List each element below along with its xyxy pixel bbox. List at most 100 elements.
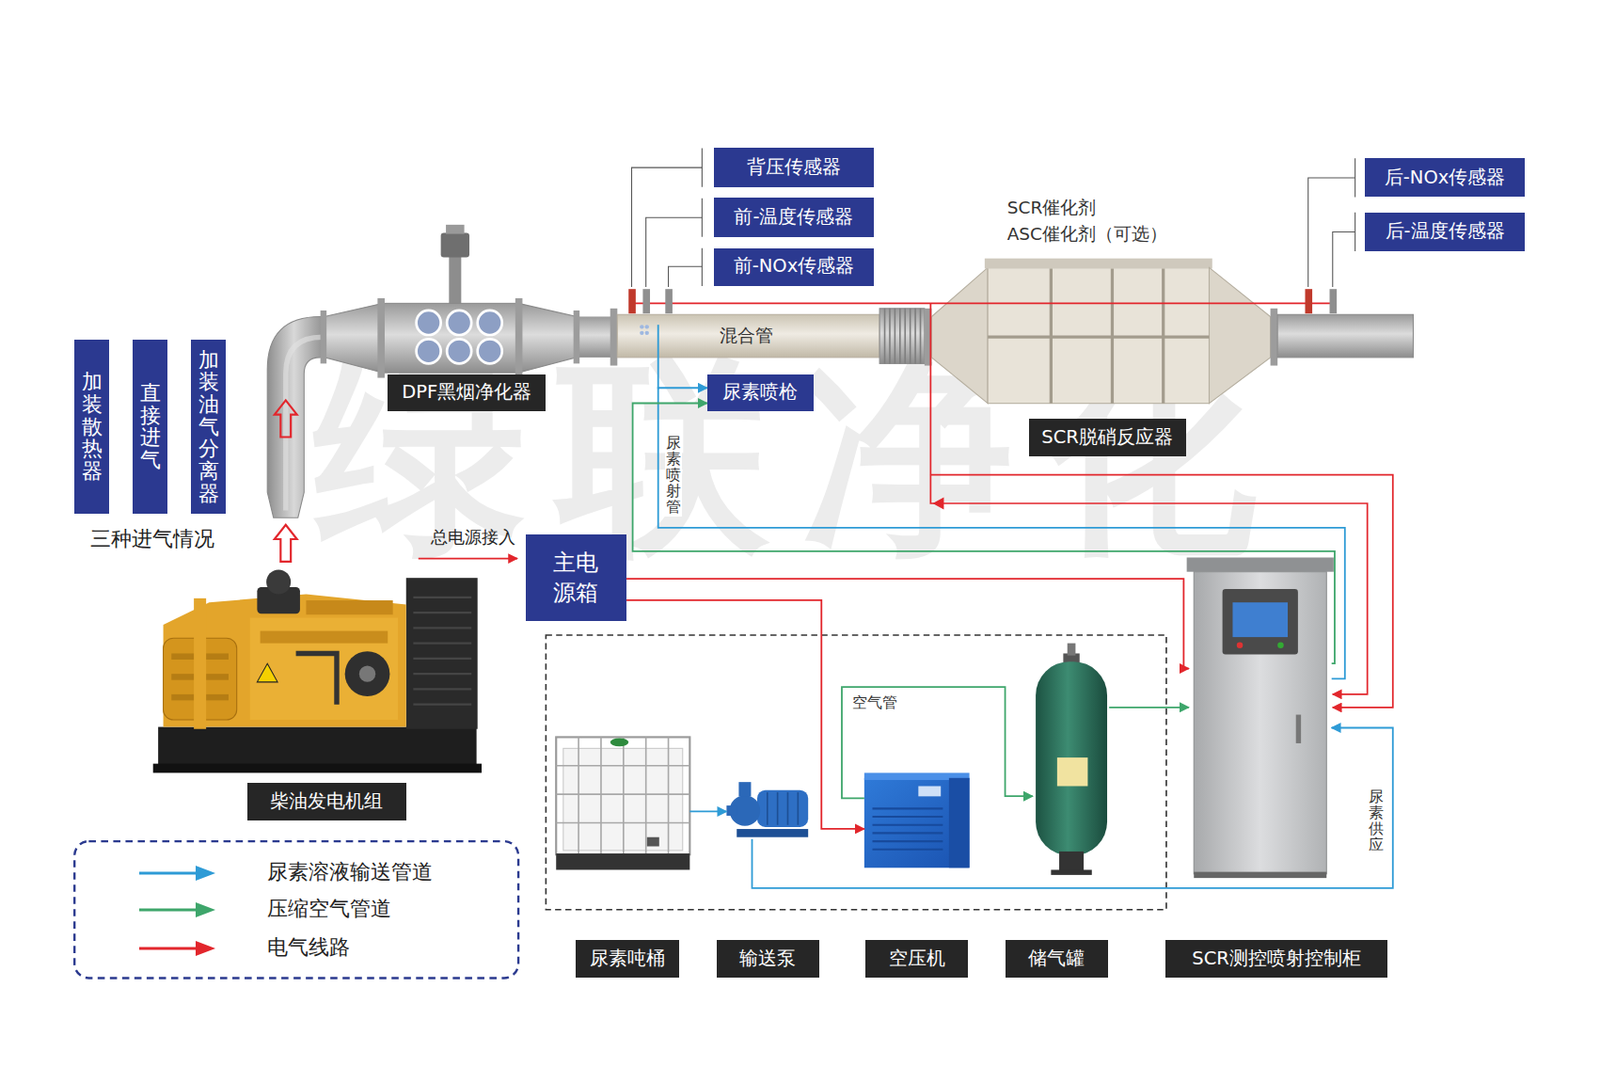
mixing-pipe (617, 314, 880, 358)
dpf-purifier-picture (515, 298, 523, 379)
intake-option-box: 加装油气分离器 (190, 339, 226, 513)
dpf-purifier-picture (446, 310, 472, 335)
dpf-purifier-picture (416, 310, 442, 335)
urea-injector (639, 324, 644, 329)
diesel-generator-picture (412, 703, 472, 706)
sensor-callout-box: 背压传感器 (713, 147, 873, 187)
bellows (888, 308, 891, 365)
equipment-node: 储气罐 (1032, 642, 1109, 875)
air-compressor-picture (864, 777, 970, 868)
dpf-purifier-picture (477, 338, 503, 364)
pipe-connector (1108, 706, 1189, 709)
wire-connector (626, 600, 865, 829)
catalyst-label-text: ASC催化剂（可选） (1007, 222, 1168, 245)
diesel-generator-picture (296, 652, 337, 704)
pipe-label-text: 尿素供应 (1368, 789, 1384, 854)
air-tank-picture (1057, 757, 1089, 786)
diesel-generator-picture (412, 672, 472, 675)
dpf-purifier-picture (320, 310, 328, 364)
diesel-generator-picture (412, 657, 472, 660)
scr-reactor-picture (987, 335, 1209, 339)
legend-frame (74, 840, 519, 978)
sensor-wire (630, 302, 1393, 708)
diesel-generator-picture (412, 687, 472, 690)
legend-swatch (195, 902, 216, 918)
sensor-probe (628, 288, 636, 314)
node-text: DPF黑烟净化器 (401, 380, 532, 404)
power-input-label-text: 总电源接入 (430, 527, 516, 549)
sensor-wire (630, 302, 1335, 305)
pipe-label-text: 混合管 (719, 324, 774, 348)
air-compressor-picture (864, 772, 970, 868)
urea-injector (645, 324, 650, 329)
dpf-purifier-picture (610, 308, 618, 366)
pipe-label-text: 尿素喷射管 (665, 435, 682, 516)
transfer-pump-picture (776, 792, 779, 825)
leader-line (701, 248, 703, 286)
urea-tote-picture (610, 738, 630, 747)
urea-tote-picture (647, 837, 660, 847)
equipment-label: 储气罐 (1005, 939, 1109, 978)
control-cabinet-picture (1193, 571, 1327, 874)
legend-swatch (139, 907, 200, 911)
urea-tote-picture (555, 736, 690, 855)
pipe-label: 尿素喷射管 (665, 434, 682, 517)
diesel-generator-picture (412, 596, 472, 599)
power-box: 主电源箱 (525, 534, 627, 620)
bellows (903, 308, 906, 365)
part-label-box: DPF黑烟净化器 (387, 374, 546, 412)
dpf-purifier-picture (377, 298, 385, 379)
air-compressor-picture (872, 831, 944, 834)
equipment-label: 输送泵 (716, 939, 821, 978)
transfer-pump-picture (787, 792, 790, 825)
leader-line (646, 217, 703, 287)
bellows (899, 308, 902, 365)
legend-swatch (139, 946, 200, 950)
bellows (919, 308, 922, 365)
control-cabinet-picture (1277, 642, 1284, 650)
sensor-callout-box: 前-NOx传感器 (713, 248, 873, 286)
dpf-purifier-picture (382, 302, 519, 373)
catalyst-label: ASC催化剂（可选） (1007, 222, 1168, 245)
dpf-purifier-picture (416, 310, 503, 364)
sensor-callout-box: 后-温度传感器 (1364, 212, 1524, 252)
sensor-wire (933, 496, 945, 509)
sensor-probe (665, 288, 673, 314)
equipment-node: 柴油发电机组 (153, 576, 480, 773)
diesel-generator-picture (250, 617, 398, 719)
air-tank-picture (1035, 643, 1108, 875)
node-text: 前-温度传感器 (733, 205, 854, 229)
dpf-purifier-picture (416, 338, 442, 364)
leader-line (668, 266, 703, 287)
pipe-label: 空气管 (851, 692, 899, 713)
dpf-purifier-picture (477, 310, 503, 335)
air-compressor-picture (872, 823, 944, 826)
urea-tote-picture (622, 736, 625, 855)
flow-arrow (274, 524, 298, 562)
intake-option-box: 加装散热器 (74, 339, 110, 513)
diesel-generator-picture (305, 600, 393, 615)
urea-tote-picture (555, 792, 690, 795)
node-text: 输送泵 (739, 947, 796, 970)
air-compressor-picture (872, 839, 944, 842)
urea-tote-picture (577, 736, 580, 855)
urea-tote-picture (667, 736, 670, 855)
catalyst-label: SCR催化剂 (1007, 196, 1097, 219)
sensor-probe (1330, 288, 1338, 314)
pipe-label: 尿素供应 (1367, 788, 1385, 855)
urea-tote-picture (600, 736, 602, 855)
dpf-purifier-picture (445, 224, 465, 235)
legend-swatch (139, 871, 200, 874)
transfer-pump-picture (797, 792, 800, 825)
node-text: 后-NOx传感器 (1384, 166, 1506, 190)
node-text: 空压机 (888, 947, 946, 970)
air-compressor-picture (872, 807, 944, 809)
part-label-box: SCR脱硝反应器 (1029, 418, 1187, 457)
dpf-purifier-picture (320, 224, 618, 379)
node-text: 主电源箱 (553, 547, 599, 609)
scr-reactor-picture (1270, 308, 1279, 366)
air-tank-picture (1067, 643, 1077, 656)
sensor-callout-box: 前-温度传感器 (713, 197, 873, 237)
transfer-pump-picture (766, 792, 769, 825)
sensor-probe (642, 288, 650, 314)
